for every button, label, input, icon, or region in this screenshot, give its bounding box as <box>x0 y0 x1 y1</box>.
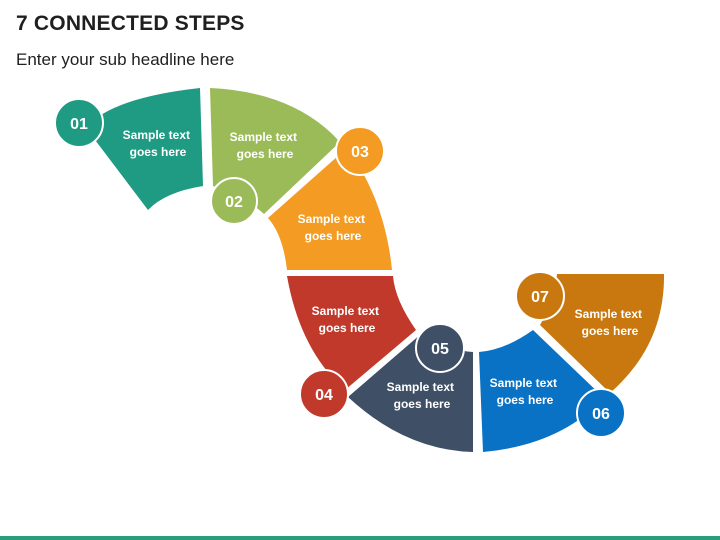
step-02-text-line2: goes here <box>237 147 294 161</box>
step-06-number: 06 <box>592 406 610 423</box>
step-01-number: 01 <box>70 116 88 133</box>
svg-text:Sample text goes here: Sample text goes here <box>387 380 458 411</box>
page-subtitle: Enter your sub headline here <box>16 50 235 69</box>
svg-text:Sample text goes here: Sample text goes here <box>312 304 383 335</box>
svg-text:Sample text goes here: Sample text goes here <box>575 307 646 338</box>
svg-text:Sample text goes here: Sample text goes here <box>123 128 194 159</box>
step-03-segment[interactable] <box>268 148 392 270</box>
step-04-text-line1: Sample text <box>312 304 379 318</box>
step-04-segment[interactable] <box>287 276 416 390</box>
svg-text:Sample text goes here: Sample text goes here <box>490 376 561 407</box>
step-01-badge[interactable]: 01 <box>54 98 104 148</box>
step-03-text-line2: goes here <box>305 229 362 243</box>
step-04-text-line2: goes here <box>319 321 376 335</box>
step-05-text-line2: goes here <box>394 397 451 411</box>
step-04-number: 04 <box>315 387 333 404</box>
step-01-text-line1: Sample text <box>123 128 190 142</box>
step-07-badge[interactable]: 07 <box>515 271 565 321</box>
step-03-badge[interactable]: 03 <box>335 126 385 176</box>
step-06-text-line2: goes here <box>497 393 554 407</box>
page-title: 7 CONNECTED STEPS <box>16 12 245 35</box>
step-07-segment[interactable] <box>540 274 665 393</box>
step-02-text-line1: Sample text <box>230 130 297 144</box>
step-05-number: 05 <box>431 341 449 358</box>
step-01-text-line2: goes here <box>130 145 187 159</box>
step-06-segment[interactable] <box>479 330 604 452</box>
svg-text:Sample text goes here: Sample text goes here <box>298 212 369 243</box>
step-03-number: 03 <box>351 144 369 161</box>
step-05-text-line1: Sample text <box>387 380 454 394</box>
step-04-badge[interactable]: 04 <box>299 369 349 419</box>
step-02-badge[interactable]: 02 <box>210 177 258 225</box>
step-05-badge[interactable]: 05 <box>415 323 465 373</box>
step-02-number: 02 <box>225 194 243 211</box>
step-07-number: 07 <box>531 289 549 306</box>
step-03-text-line1: Sample text <box>298 212 365 226</box>
bottom-accent-bar <box>0 536 720 540</box>
step-01-segment[interactable] <box>86 88 203 210</box>
step-07-text-line2: goes here <box>582 324 639 338</box>
step-07-text-line1: Sample text <box>575 307 642 321</box>
step-06-text-line1: Sample text <box>490 376 557 390</box>
svg-text:Sample text goes here: Sample text goes here <box>230 130 301 161</box>
step-06-badge[interactable]: 06 <box>576 388 626 438</box>
